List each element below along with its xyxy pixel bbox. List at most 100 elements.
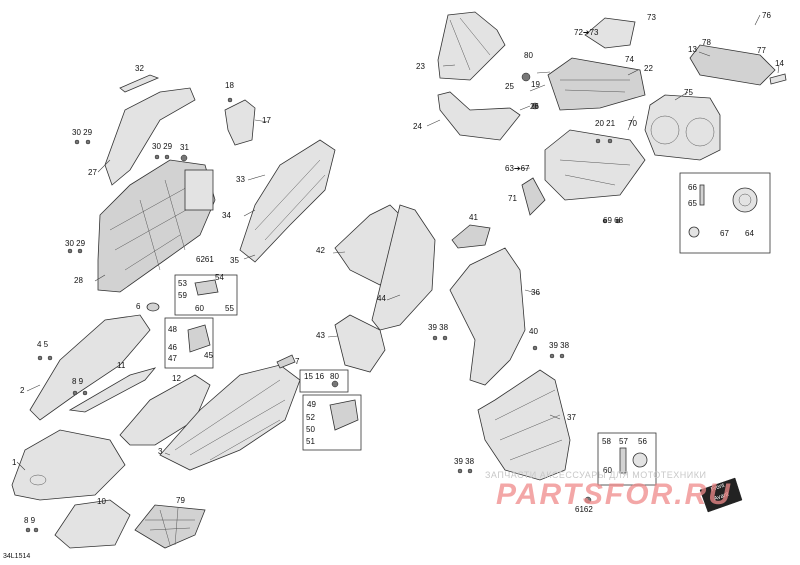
mirror-opening xyxy=(184,169,214,211)
callout-2: 2 xyxy=(20,386,25,395)
bulb-clip xyxy=(699,184,705,206)
panel-12 xyxy=(119,374,211,446)
side-reflector-71 xyxy=(521,177,546,216)
callout-23: 23 xyxy=(416,62,425,71)
callout-15-16: 15 16 xyxy=(304,372,325,381)
callout-8-9-a: 8 9 xyxy=(72,377,84,386)
air-duct-44 xyxy=(371,204,436,331)
front-decal xyxy=(699,477,743,513)
callout-53: 53 xyxy=(178,279,187,288)
latch-54 xyxy=(194,279,219,296)
callout-11: 11 xyxy=(117,361,126,370)
callout-6: 6 xyxy=(136,302,141,311)
windshield-deflector xyxy=(437,91,521,141)
callout-18: 18 xyxy=(225,81,234,90)
callout-77: 77 xyxy=(757,46,766,55)
callout-20-21: 20 21 xyxy=(595,119,616,128)
bracket-46 xyxy=(187,324,211,353)
callout-60-b: 60 xyxy=(603,466,612,475)
callout-55: 55 xyxy=(225,304,234,313)
small-clip-14 xyxy=(769,73,787,85)
mesh-79 xyxy=(134,504,206,549)
callout-62-61: 6261 xyxy=(196,255,214,264)
callout-45: 45 xyxy=(204,351,213,360)
bulb xyxy=(688,226,700,238)
side-cover-2 xyxy=(29,314,151,421)
callout-17: 17 xyxy=(262,116,271,125)
callout-30-29-c: 30 29 xyxy=(65,239,86,248)
callout-40: 40 xyxy=(529,327,538,336)
nose-cover-1 xyxy=(11,429,126,501)
detail-frame-56-60 xyxy=(597,432,657,486)
callout-7: 7 xyxy=(295,357,300,366)
watermark-subtitle: ЗАПЧАСТИ АКСЕССУАРЫ ДЛЯ МОТОТЕХНИКИ xyxy=(485,470,707,480)
detail-frame-45-48 xyxy=(164,317,214,369)
callout-35: 35 xyxy=(230,256,239,265)
callout-8-9-b: 8 9 xyxy=(24,516,36,525)
front-fairing-36 xyxy=(449,247,526,386)
detail-frame-49-52 xyxy=(302,394,362,451)
callout-54: 54 xyxy=(215,273,224,282)
callout-63-67: 63➔67 xyxy=(505,164,530,173)
bracket-49 xyxy=(329,399,359,431)
callout-72-73: 72➔73 xyxy=(574,28,599,37)
trim-10 xyxy=(54,499,131,549)
callout-69-68: 69 68 xyxy=(603,216,624,225)
callout-49: 49 xyxy=(307,400,316,409)
callout-37: 37 xyxy=(567,413,576,422)
callout-66: 66 xyxy=(688,183,697,192)
trim-strip-11 xyxy=(68,367,157,413)
callout-48: 48 xyxy=(168,325,177,334)
detail-frame-15-16 xyxy=(299,369,349,393)
callout-30-29-b: 30 29 xyxy=(152,142,173,151)
callout-39-38-c: 39 38 xyxy=(454,457,475,466)
callout-30-29-a: 30 29 xyxy=(72,128,93,137)
callout-44: 44 xyxy=(377,294,386,303)
callout-74: 74 xyxy=(625,55,634,64)
upper-side-fairing xyxy=(104,87,196,186)
document-id: 34L1514 xyxy=(3,553,31,560)
callout-3: 3 xyxy=(158,447,163,456)
callout-22: 22 xyxy=(644,64,653,73)
callout-61-62: 6162 xyxy=(575,505,593,514)
trim-strip-32 xyxy=(119,74,160,93)
callout-52: 52 xyxy=(306,413,315,422)
callout-39-38-b: 39 38 xyxy=(549,341,570,350)
callout-31: 31 xyxy=(180,143,189,152)
windshield-bracket xyxy=(547,57,646,111)
bracket-17 xyxy=(224,99,256,146)
callout-51: 51 xyxy=(306,437,315,446)
callout-28: 28 xyxy=(74,276,83,285)
clip-7 xyxy=(276,354,296,369)
callout-50: 50 xyxy=(306,425,315,434)
callout-80-a: 80 xyxy=(524,51,533,60)
callout-78: 78 xyxy=(702,38,711,47)
callout-13: 13 xyxy=(688,45,697,54)
callout-33: 33 xyxy=(236,175,245,184)
callout-76: 76 xyxy=(762,11,771,20)
wiring-bracket xyxy=(689,44,776,86)
side-panel-33-35 xyxy=(239,139,336,263)
callout-27: 27 xyxy=(88,168,97,177)
callout-12: 12 xyxy=(172,374,181,383)
upper-trim xyxy=(584,17,636,49)
callout-56: 56 xyxy=(638,437,647,446)
callout-4-5: 4 5 xyxy=(37,340,49,349)
callout-19: 19 xyxy=(531,80,540,89)
callout-64: 64 xyxy=(745,229,754,238)
lower-fairing-37 xyxy=(477,369,571,481)
grommet-6 xyxy=(146,302,160,312)
callout-58: 58 xyxy=(602,437,611,446)
callout-36: 36 xyxy=(531,288,540,297)
callout-65: 65 xyxy=(688,199,697,208)
headlight-assembly xyxy=(544,129,646,201)
callout-41: 41 xyxy=(469,213,478,222)
air-duct-43 xyxy=(334,314,386,373)
callout-24: 24 xyxy=(413,122,422,131)
callout-73: 73 xyxy=(647,13,656,22)
callout-14: 14 xyxy=(775,59,784,68)
callout-10: 10 xyxy=(97,497,106,506)
callout-1: 1 xyxy=(12,458,17,467)
callout-46: 46 xyxy=(168,343,177,352)
callout-26: 26 xyxy=(530,102,539,111)
